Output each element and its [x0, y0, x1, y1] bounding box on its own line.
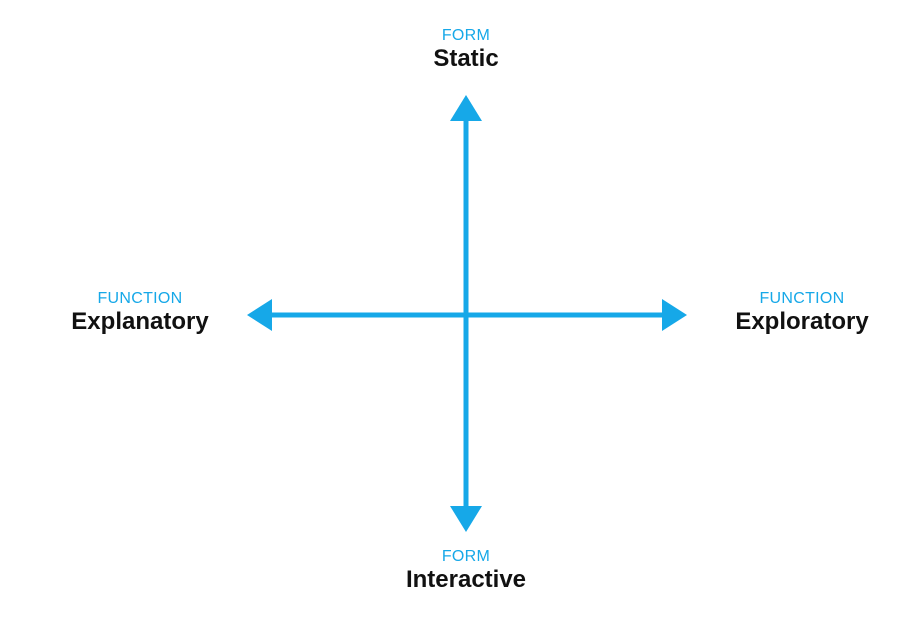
pole-top-name: Static: [433, 45, 499, 72]
pole-left-name: Explanatory: [71, 308, 209, 335]
pole-bottom-category: FORM: [441, 548, 491, 565]
pole-right-category: FUNCTION: [759, 290, 845, 307]
pole-bottom: FORM Interactive: [366, 548, 566, 594]
arrowhead-left-icon: [247, 299, 272, 331]
arrowhead-up-icon: [450, 95, 482, 121]
pole-bottom-name: Interactive: [405, 566, 527, 593]
arrowhead-right-icon: [662, 299, 687, 331]
pole-top-category: FORM: [441, 27, 491, 44]
pole-top: FORM Static: [366, 27, 566, 73]
arrowhead-down-icon: [450, 506, 482, 532]
pole-left-category: FUNCTION: [97, 290, 183, 307]
pole-left: FUNCTION Explanatory: [40, 290, 240, 336]
pole-right: FUNCTION Exploratory: [702, 290, 902, 336]
horizontal-axis: [247, 299, 687, 331]
pole-right-name: Exploratory: [735, 308, 869, 335]
